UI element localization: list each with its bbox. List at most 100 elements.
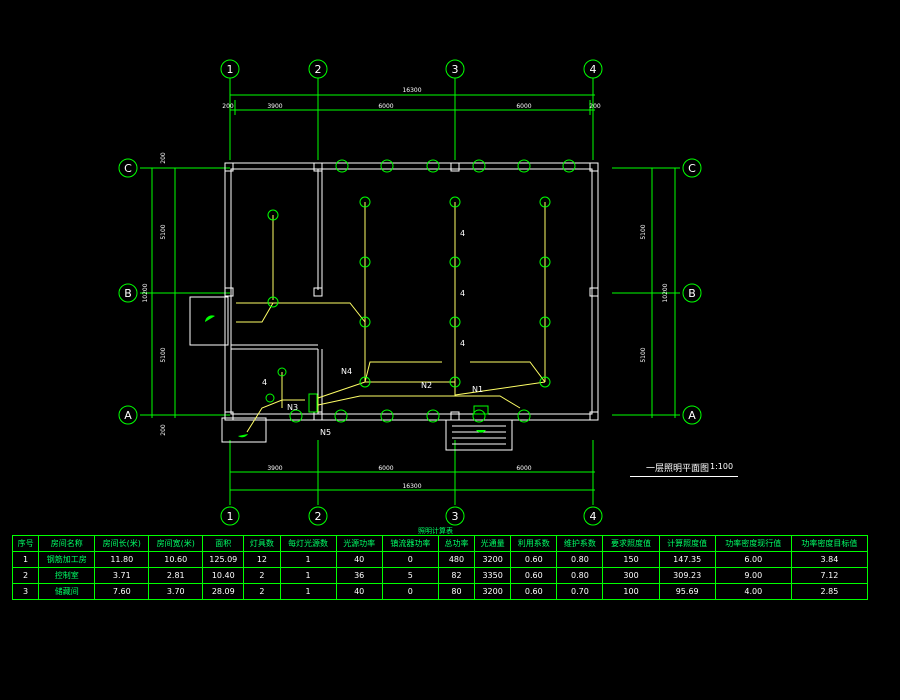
table-cell: 1 [279,583,337,600]
circuit-n1: N1 [472,385,483,394]
table-cell: 储藏间 [38,583,96,600]
grid-axis-bubbles [118,59,702,526]
table-cell: 1 [11,551,40,568]
bottom-dimension-lines [229,440,595,505]
circuit-labels: N1 N2 N3 N4 N5 4 4 4 4 [262,229,483,437]
table-cell: 40 [335,583,383,600]
table-cell: 36 [335,567,383,584]
dim-left-2: 5100 [160,347,167,362]
axis-right-a: A [688,409,696,422]
table-cell: 2 [11,567,40,584]
conductor-count-1: 4 [460,229,465,238]
table-cell: 5 [381,567,439,584]
table-cell: 3.70 [148,583,204,600]
dim-left-0: 200 [160,152,167,164]
table-cell: 300 [602,567,660,584]
table-cell: 6.00 [714,551,792,568]
table-cell: 125.09 [202,551,245,568]
dim-left-3: 200 [160,424,167,436]
table-cell: 钢筋加工房 [38,551,96,568]
circuit-n3: N3 [287,403,298,412]
table-cell: 147.35 [658,551,716,568]
header-cell: 功率密度现行值 [714,535,792,552]
table-cell: 9.00 [714,567,792,584]
header-cell: 功率密度目标值 [790,535,869,552]
header-cell: 房间名称 [38,535,96,552]
table-cell: 3200 [474,551,512,568]
conductor-count-4: 4 [262,378,267,387]
table-cell: 4.00 [714,583,792,600]
axis-top-3: 3 [452,63,459,76]
dimension-labels: 16300 200 3900 6000 6000 200 3900 6000 6… [142,87,669,490]
axis-left-b: B [124,287,132,300]
dim-top-4: 200 [589,103,601,110]
axis-bottom-2: 2 [315,510,322,523]
drawing-title: 一层照明平面图 [646,464,710,474]
title-underline [630,476,738,477]
axis-top-4: 4 [590,63,597,76]
table-cell: 40 [335,551,383,568]
table-cell: 0.60 [510,583,558,600]
top-dimension-lines [229,78,595,160]
lighting-calculation-table: 序号 房间名称 房间长(米) 房间宽(米) 面积 灯具数 每灯光源数 光源功率 … [11,535,869,600]
table-cell: 150 [602,551,660,568]
circuit-n2: N2 [421,381,432,390]
table-cell: 0 [381,583,439,600]
dim-top-2: 6000 [378,103,393,110]
header-cell: 每灯光源数 [279,535,337,552]
table-row: 3 储藏间 7.60 3.70 28.09 2 1 40 0 80 3200 0… [11,583,869,600]
dim-top-0: 200 [222,103,234,110]
table-cell: 2 [243,583,281,600]
table-cell: 10.40 [202,567,245,584]
axis-left-a: A [124,409,132,422]
circuit-n5: N5 [320,428,331,437]
table-cell: 3350 [474,567,512,584]
header-cell: 镇流器功率 [381,535,439,552]
table-cell: 480 [437,551,476,568]
dim-left-total: 10200 [142,283,149,302]
dim-bottom-3: 6000 [516,465,531,472]
table-cell: 2 [243,567,281,584]
dim-right-1: 5100 [640,224,647,239]
table-cell: 0.70 [556,583,604,600]
table-header-row: 序号 房间名称 房间长(米) 房间宽(米) 面积 灯具数 每灯光源数 光源功率 … [11,535,869,552]
table-cell: 80 [437,583,476,600]
table-cell: 0.60 [510,567,558,584]
table-cell: 3 [11,583,40,600]
header-cell: 要求照度值 [602,535,660,552]
dim-overall-bottom: 16300 [402,483,421,490]
header-cell: 维护系数 [556,535,604,552]
table-cell: 7.60 [94,583,150,600]
dim-left-1: 5100 [160,224,167,239]
header-cell: 光通量 [474,535,512,552]
table-cell: 1 [279,551,337,568]
conductor-count-2: 4 [460,289,465,298]
axis-right-c: C [688,162,696,175]
header-cell: 面积 [202,535,245,552]
header-cell: 灯具数 [243,535,281,552]
dim-overall-top: 16300 [402,87,421,94]
circuit-n4: N4 [341,367,352,376]
table-cell: 0 [381,551,439,568]
wall-lamps [205,315,486,438]
table-cell: 0.80 [556,551,604,568]
table-cell: 95.69 [658,583,716,600]
axis-bottom-3: 3 [452,510,459,523]
table-cell: 11.80 [94,551,150,568]
table-cell: 控制室 [38,567,96,584]
table-cell: 82 [437,567,476,584]
axis-right-b: B [688,287,696,300]
conductor-count-3: 4 [460,339,465,348]
table-cell: 100 [602,583,660,600]
axis-top-2: 2 [315,63,322,76]
axis-bottom-4: 4 [590,510,597,523]
table-cell: 2.85 [790,583,869,600]
light-fixtures [265,159,576,423]
table-cell: 2.81 [148,567,204,584]
table-cell: 3.71 [94,567,150,584]
axis-top-1: 1 [227,63,234,76]
table-row: 1 钢筋加工房 11.80 10.60 125.09 12 1 40 0 480… [11,551,869,568]
drawing-scale: 1:100 [710,462,734,471]
table-cell: 0.80 [556,567,604,584]
